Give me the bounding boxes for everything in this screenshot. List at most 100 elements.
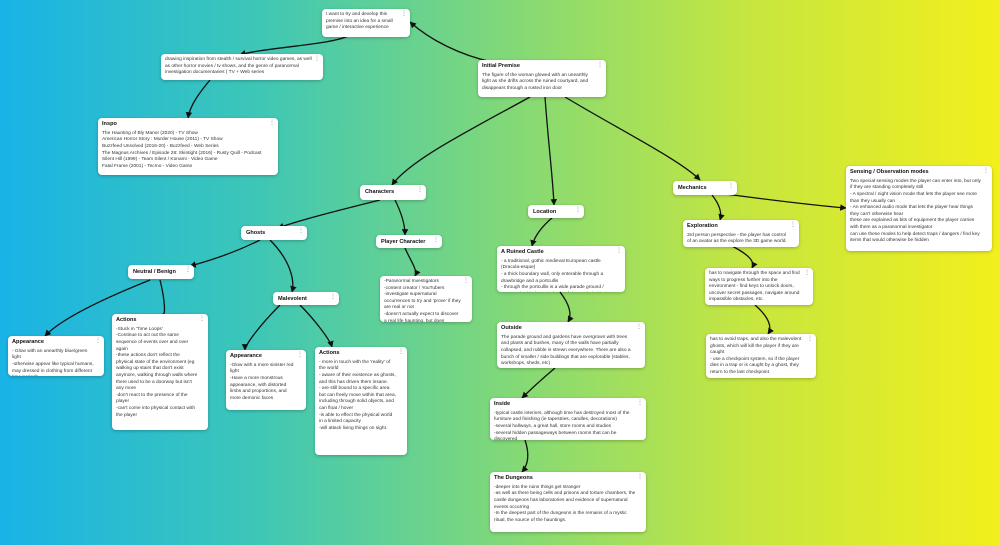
ghosts-title: Ghosts — [246, 230, 266, 236]
edge-develop-drawing — [239, 35, 349, 57]
appearance-neutral-node[interactable]: ⋮ Appearance - Glow with an unearthly bl… — [8, 336, 104, 376]
navigate-body: has to navigate through the space and fi… — [709, 271, 800, 303]
edge-ghosts-neutral — [189, 239, 261, 268]
actions-neutral-title: Actions — [116, 317, 137, 323]
actions-malevolent-body: - more in touch with the 'reality' of th… — [319, 359, 397, 431]
actions-malevolent-node[interactable]: ⋮ Actions - more in touch with the 'real… — [315, 347, 407, 455]
dungeons-node[interactable]: ⋮ The Dungeons -deeper into the ruins th… — [490, 472, 646, 532]
actions-neutral-body: -Stuck in 'Time Loops' -Continue to act … — [116, 326, 198, 418]
exploration-node[interactable]: ⋮ Exploration 3rd person perspective - t… — [683, 220, 799, 247]
menu-icon[interactable]: ⋮ — [199, 316, 205, 322]
develop-note-body: I want to try and develop this premise i… — [326, 12, 393, 31]
avoid-body: has to avoid traps, and also the malevol… — [710, 337, 802, 376]
edge-outside-inside — [521, 367, 556, 399]
characters-node[interactable]: ⋮ Characters — [360, 185, 426, 200]
menu-icon[interactable]: ⋮ — [297, 352, 303, 358]
initial-premise-title: Initial Premise — [482, 63, 520, 69]
outside-node[interactable]: ⋮ Outside The parade ground and gardens … — [497, 322, 645, 368]
menu-icon[interactable]: ⋮ — [269, 120, 275, 126]
menu-icon[interactable]: ⋮ — [616, 248, 622, 254]
appearance-malevolent-node[interactable]: ⋮ Appearance -Glow with a more sinister … — [226, 350, 306, 410]
dungeons-title: The Dungeons — [494, 475, 533, 481]
menu-icon[interactable]: ⋮ — [185, 267, 191, 273]
initial-premise-body: The figure of the woman glowed with an u… — [482, 72, 589, 91]
menu-icon[interactable]: ⋮ — [314, 56, 320, 62]
menu-icon[interactable]: ⋮ — [398, 349, 404, 355]
menu-icon[interactable]: ⋮ — [417, 187, 423, 193]
menu-icon[interactable]: ⋮ — [575, 207, 581, 213]
location-node[interactable]: ⋮ Location — [528, 205, 584, 218]
appearance-neutral-title: Appearance — [12, 339, 45, 345]
edge-premise-location — [544, 96, 558, 206]
malevolent-title: Malevolent — [278, 296, 307, 302]
exploration-body: 3rd person perspective - the player has … — [687, 232, 787, 245]
initial-premise-node[interactable]: ⋮ Initial Premise The figure of the woma… — [478, 60, 606, 97]
edge-neutral-actions — [159, 279, 169, 321]
appearance-neutral-body: - Glow with an unearthly blue/green ligh… — [12, 348, 94, 376]
inspo-node[interactable]: ⋮ Inspo The Haunting of Bly Manor (2020)… — [98, 118, 278, 175]
ruined-castle-node[interactable]: ⋮ A Ruined Castle - a traditional, gothi… — [497, 246, 625, 292]
edge-characters-player — [394, 199, 409, 236]
inside-node[interactable]: ⋮ Inside -typical castle interiors, alth… — [490, 398, 646, 440]
edge-characters-ghosts — [277, 199, 381, 230]
appearance-malevolent-title: Appearance — [230, 353, 263, 359]
location-title: Location — [533, 209, 557, 215]
menu-icon[interactable]: ⋮ — [433, 237, 439, 243]
player-character-node[interactable]: ⋮ Player Character — [376, 235, 442, 248]
menu-icon[interactable]: ⋮ — [330, 294, 336, 300]
malevolent-node[interactable]: ⋮ Malevolent — [273, 292, 339, 305]
navigate-note[interactable]: ⋮ has to navigate through the space and … — [705, 268, 813, 305]
edge-inside-dungeons — [521, 439, 529, 473]
investigators-note[interactable]: ⋮ -Paranormal Investigators -content cre… — [380, 276, 472, 322]
menu-icon[interactable]: ⋮ — [636, 324, 642, 330]
ruined-castle-title: A Ruined Castle — [501, 249, 544, 255]
menu-icon[interactable]: ⋮ — [790, 222, 796, 228]
drawing-note-body: drawing inspiration from stealth / survi… — [165, 57, 312, 76]
neutral-benign-title: Neutral / Benign — [133, 269, 176, 275]
mechanics-title: Mechanics — [678, 185, 707, 191]
mechanics-node[interactable]: ⋮ Mechanics — [673, 181, 737, 195]
investigators-body: -Paranormal Investigators -content creat… — [384, 279, 461, 322]
sensing-node[interactable]: ⋮ Sensing / Observation modes Two specia… — [846, 166, 992, 251]
appearance-malevolent-body: -Glow with a more sinister red light -Ha… — [230, 362, 294, 401]
menu-icon[interactable]: ⋮ — [637, 474, 643, 480]
menu-icon[interactable]: ⋮ — [95, 338, 101, 344]
characters-title: Characters — [365, 189, 395, 195]
outside-body: The parade ground and gardens have overg… — [501, 334, 631, 367]
menu-icon[interactable]: ⋮ — [597, 62, 603, 68]
edge-premise-develop — [409, 21, 493, 63]
edge-premise-mechanics — [564, 96, 701, 181]
actions-malevolent-title: Actions — [319, 350, 340, 356]
dungeons-body: -deeper into the ruins things get strang… — [494, 484, 636, 523]
menu-icon[interactable]: ⋮ — [807, 336, 813, 342]
inside-title: Inside — [494, 401, 511, 407]
edge-player-investigators — [404, 247, 421, 277]
actions-neutral-node[interactable]: ⋮ Actions -Stuck in 'Time Loops' -Contin… — [112, 314, 208, 430]
exploration-title: Exploration — [687, 223, 718, 229]
drawing-note[interactable]: ⋮ drawing inspiration from stealth / sur… — [161, 54, 323, 80]
sensing-title: Sensing / Observation modes — [850, 169, 929, 175]
edge-neutral-appearance — [44, 279, 151, 337]
menu-icon[interactable]: ⋮ — [983, 168, 989, 174]
avoid-note[interactable]: ⋮ has to avoid traps, and also the malev… — [706, 334, 816, 378]
menu-icon[interactable]: ⋮ — [401, 11, 407, 17]
ghosts-node[interactable]: ⋮ Ghosts — [241, 226, 307, 240]
edge-navigate-avoid — [754, 304, 774, 335]
edge-mechanics-exploration — [711, 194, 725, 221]
edge-ruined-outside — [559, 291, 574, 323]
develop-note[interactable]: ⋮ I want to try and develop this premise… — [322, 9, 410, 37]
menu-icon[interactable]: ⋮ — [728, 183, 734, 189]
edge-drawing-inspo — [185, 79, 211, 119]
edge-exploration-navigate — [729, 244, 758, 269]
neutral-benign-node[interactable]: ⋮ Neutral / Benign — [128, 265, 194, 279]
edge-ghosts-malevolent — [269, 239, 297, 293]
inspo-body: The Haunting of Bly Manor (2020) - TV Sh… — [102, 130, 262, 169]
edge-malevolent-actions — [299, 304, 334, 348]
menu-icon[interactable]: ⋮ — [463, 278, 469, 284]
menu-icon[interactable]: ⋮ — [637, 400, 643, 406]
outside-title: Outside — [501, 325, 522, 331]
menu-icon[interactable]: ⋮ — [804, 270, 810, 276]
edge-premise-characters — [391, 96, 531, 186]
menu-icon[interactable]: ⋮ — [298, 228, 304, 234]
